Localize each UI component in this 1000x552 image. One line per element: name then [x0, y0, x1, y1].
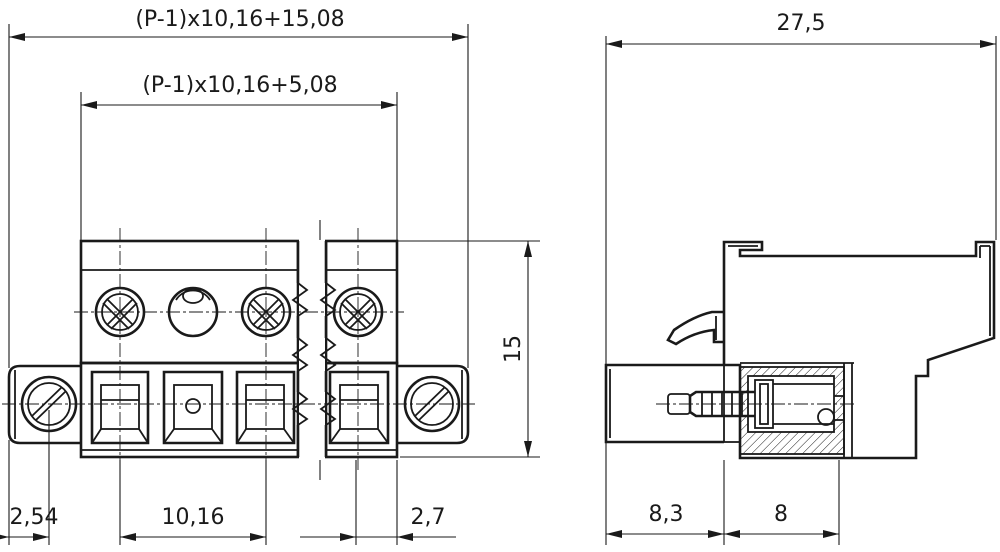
side-view: 27,5 8,3 8 — [604, 11, 997, 545]
right-flange — [397, 364, 470, 445]
dim-height: 15 — [501, 241, 532, 457]
wire-entries — [90, 370, 390, 445]
lower-body-left — [79, 361, 300, 459]
dim-pitch: 10,16 — [120, 505, 266, 541]
left-offset-label: 2,54 — [10, 505, 59, 530]
front-view: (P-1)x10,16+15,08 (P-1)x10,16+5,08 15 2,… — [0, 7, 540, 545]
clamp-section — [739, 366, 845, 455]
right-offset-label: 2,7 — [411, 505, 446, 530]
dim-inner-width: (P-1)x10,16+5,08 — [81, 73, 397, 109]
dim-side-depth: 27,5 — [606, 11, 996, 48]
wire-entry — [235, 370, 296, 445]
overall-width-label: (P-1)x10,16+15,08 — [135, 7, 344, 32]
side-extension-lines — [605, 36, 997, 545]
wire-entry — [328, 370, 390, 445]
break-lines — [291, 220, 337, 480]
side-depth-label: 27,5 — [777, 11, 826, 36]
dim-right-offset: 2,7 — [300, 505, 456, 541]
left-flange — [7, 364, 81, 445]
dim-overall-width: (P-1)x10,16+15,08 — [9, 7, 468, 41]
dim-side-front: 8,3 — [606, 502, 724, 538]
side-rear-label: 8 — [774, 502, 788, 527]
latch-lever — [666, 310, 724, 346]
lower-body-right — [324, 361, 399, 459]
side-front-label: 8,3 — [649, 502, 684, 527]
extension-lines — [8, 24, 540, 545]
height-label: 15 — [501, 335, 526, 363]
inner-width-label: (P-1)x10,16+5,08 — [142, 73, 337, 98]
centerlines — [2, 228, 475, 470]
pitch-label: 10,16 — [162, 505, 225, 530]
wire-entry — [162, 370, 224, 445]
dim-side-rear: 8 — [724, 502, 839, 538]
dim-left-offset: 2,54 — [0, 505, 58, 541]
